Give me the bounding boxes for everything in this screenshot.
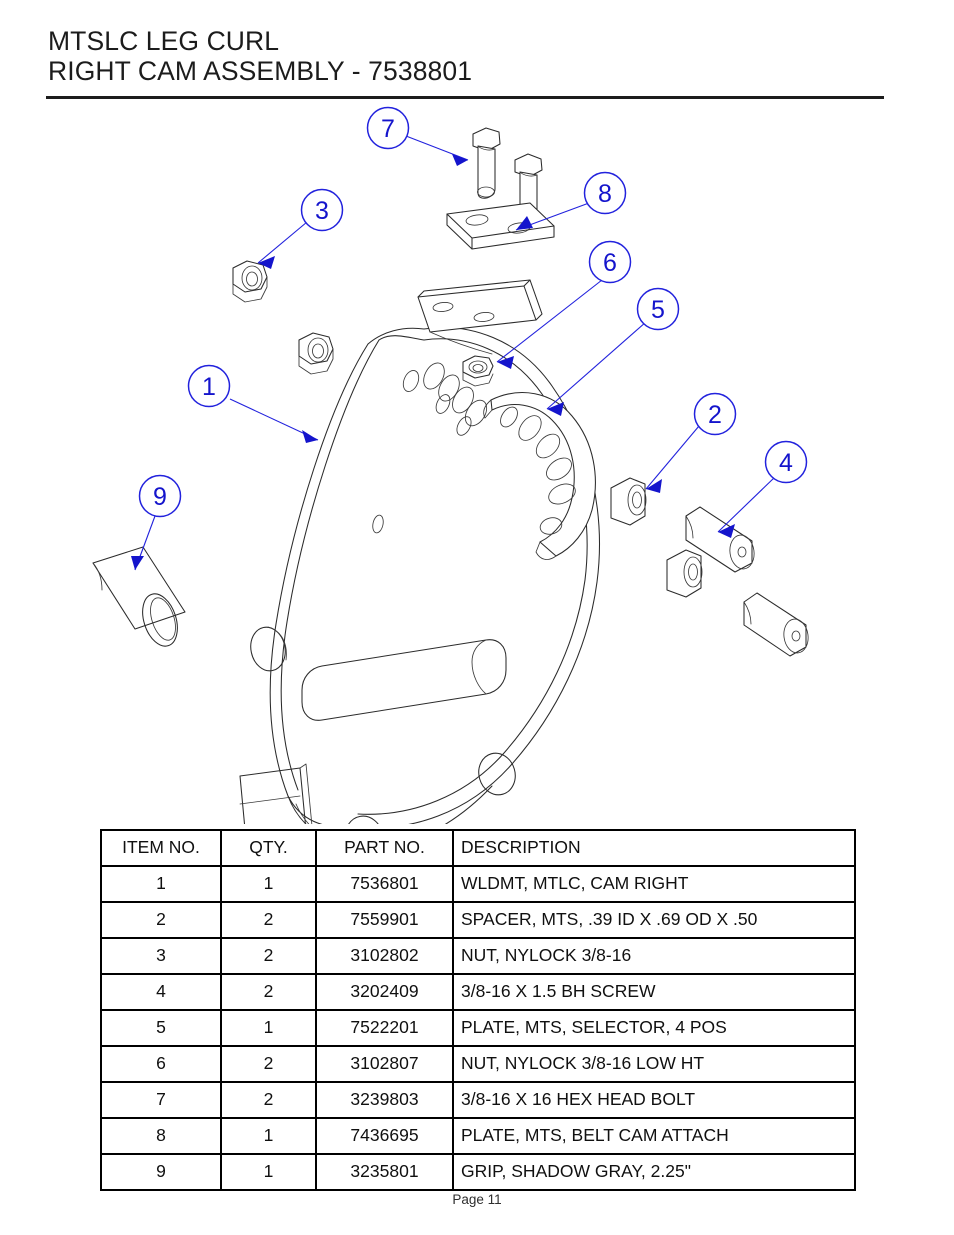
table-row: 1 1 7536801 WLDMT, MTLC, CAM RIGHT	[100, 865, 856, 903]
callout-4[interactable]: 4	[717, 440, 808, 539]
cell-qty: 2	[220, 1045, 317, 1083]
cell-qty: 2	[220, 1081, 317, 1119]
cell-description: 3/8-16 X 16 HEX HEAD BOLT	[452, 1081, 856, 1119]
cell-item-no: 3	[100, 937, 222, 975]
part-hex-head-bolt-a	[472, 127, 501, 199]
part-bh-screw-b	[743, 592, 809, 657]
balloon-label-5: 5	[651, 296, 665, 324]
cell-qty: 2	[220, 973, 317, 1011]
table-header-row: ITEM NO. QTY. PART NO. DESCRIPTION	[100, 829, 856, 867]
cell-item-no: 6	[100, 1045, 222, 1083]
page-title-line-1: MTSLC LEG CURL	[48, 26, 280, 56]
balloon-circle-8[interactable]	[583, 171, 627, 215]
callout-1[interactable]: 1	[187, 364, 319, 444]
cell-description: PLATE, MTS, SELECTOR, 4 POS	[452, 1009, 856, 1047]
cell-item-no: 2	[100, 901, 222, 939]
cell-part-no: 7536801	[315, 865, 454, 903]
callout-6[interactable]: 6	[496, 240, 632, 370]
balloon-circle-1[interactable]	[187, 364, 231, 408]
cell-item-no: 5	[100, 1009, 222, 1047]
balloon-label-6: 6	[603, 249, 617, 277]
table-row: 3 2 3102802 NUT, NYLOCK 3/8-16	[100, 937, 856, 975]
title-block: MTSLC LEG CURL RIGHT CAM ASSEMBLY - 7538…	[48, 26, 888, 86]
cell-part-no: 3102802	[315, 937, 454, 975]
part-nylock-nut-low-ht	[462, 355, 494, 387]
balloon-label-9: 9	[153, 483, 167, 511]
cell-item-no: 1	[100, 865, 222, 903]
callout-2[interactable]: 2	[645, 392, 737, 494]
cell-qty: 2	[220, 901, 317, 939]
cell-description: PLATE, MTS, BELT CAM ATTACH	[452, 1117, 856, 1155]
cell-description: NUT, NYLOCK 3/8-16	[452, 937, 856, 975]
balloon-circle-9[interactable]	[138, 474, 182, 518]
table-row: 2 2 7559901 SPACER, MTS, .39 ID X .69 OD…	[100, 901, 856, 939]
page-title-line-2: RIGHT CAM ASSEMBLY - 7538801	[48, 56, 473, 86]
column-header-qty: QTY.	[220, 829, 317, 867]
part-bh-screw-a	[685, 506, 755, 573]
cell-part-no: 7559901	[315, 901, 454, 939]
callout-7[interactable]: 7	[366, 106, 469, 167]
cell-qty: 1	[220, 1117, 317, 1155]
exploded-assembly-diagram: 1 2 3 4	[0, 104, 954, 824]
balloon-label-1: 1	[202, 373, 216, 401]
balloon-circle-7[interactable]	[366, 106, 410, 150]
balloon-label-7: 7	[381, 115, 395, 143]
cell-description: 3/8-16 X 1.5 BH SCREW	[452, 973, 856, 1011]
page-number-footer: Page 11	[452, 1192, 502, 1207]
balloon-circle-5[interactable]	[636, 287, 680, 331]
balloon-circle-6[interactable]	[588, 240, 632, 284]
parts-list-table: ITEM NO. QTY. PART NO. DESCRIPTION 1 1 7…	[100, 829, 856, 1191]
part-nylock-nut-b	[298, 332, 334, 375]
cell-part-no: 3239803	[315, 1081, 454, 1119]
balloon-label-8: 8	[598, 180, 612, 208]
cell-description: WLDMT, MTLC, CAM RIGHT	[452, 865, 856, 903]
table-row: 7 2 3239803 3/8-16 X 16 HEX HEAD BOLT	[100, 1081, 856, 1119]
cell-item-no: 7	[100, 1081, 222, 1119]
table-row: 6 2 3102807 NUT, NYLOCK 3/8-16 LOW HT	[100, 1045, 856, 1083]
cell-qty: 1	[220, 865, 317, 903]
cell-qty: 1	[220, 1009, 317, 1047]
cell-part-no: 7436695	[315, 1117, 454, 1155]
part-cam-right-weldment	[239, 279, 600, 824]
cell-item-no: 4	[100, 973, 222, 1011]
cell-description: GRIP, SHADOW GRAY, 2.25"	[452, 1153, 856, 1191]
table-row: 8 1 7436695 PLATE, MTS, BELT CAM ATTACH	[100, 1117, 856, 1155]
part-spacer-b	[666, 549, 703, 598]
balloon-label-4: 4	[779, 449, 793, 477]
table-row: 9 1 3235801 GRIP, SHADOW GRAY, 2.25"	[100, 1153, 856, 1191]
cell-part-no: 3102807	[315, 1045, 454, 1083]
table-row: 4 2 3202409 3/8-16 X 1.5 BH SCREW	[100, 973, 856, 1011]
part-grip-shadow-gray	[92, 546, 186, 647]
cell-description: SPACER, MTS, .39 ID X .69 OD X .50	[452, 901, 856, 939]
part-belt-cam-attach-plate	[446, 202, 555, 250]
cell-part-no: 3202409	[315, 973, 454, 1011]
cell-description: NUT, NYLOCK 3/8-16 LOW HT	[452, 1045, 856, 1083]
callout-5[interactable]: 5	[546, 287, 680, 417]
column-header-part-no: PART NO.	[315, 829, 454, 867]
table-row: 5 1 7522201 PLATE, MTS, SELECTOR, 4 POS	[100, 1009, 856, 1047]
balloon-label-3: 3	[315, 197, 329, 225]
callout-9[interactable]: 9	[131, 474, 182, 571]
cell-part-no: 3235801	[315, 1153, 454, 1191]
balloon-circle-3[interactable]	[300, 188, 344, 232]
callout-3[interactable]: 3	[257, 188, 344, 270]
balloon-circle-4[interactable]	[764, 440, 808, 484]
cell-part-no: 7522201	[315, 1009, 454, 1047]
column-header-description: DESCRIPTION	[452, 829, 856, 867]
part-selector-plate-4-pos	[483, 392, 596, 560]
balloon-circle-2[interactable]	[693, 392, 737, 436]
callout-8[interactable]: 8	[515, 171, 627, 231]
balloon-label-2: 2	[708, 401, 722, 429]
cell-qty: 2	[220, 937, 317, 975]
cell-item-no: 9	[100, 1153, 222, 1191]
column-header-item-no: ITEM NO.	[100, 829, 222, 867]
part-spacer-a	[610, 477, 647, 526]
title-divider-rule	[46, 96, 884, 99]
cell-item-no: 8	[100, 1117, 222, 1155]
part-nylock-nut-a	[232, 260, 268, 303]
cell-qty: 1	[220, 1153, 317, 1191]
